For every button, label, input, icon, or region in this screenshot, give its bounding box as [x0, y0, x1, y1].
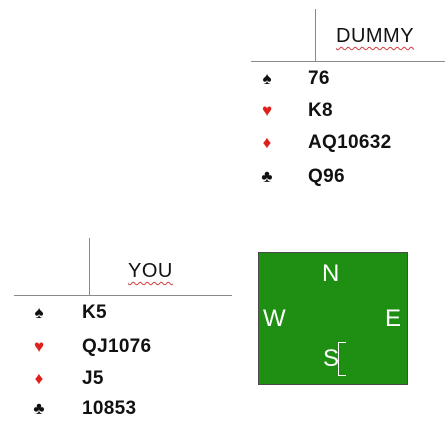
hand-row-clubs: ♣ Q96 [258, 165, 445, 193]
compass-west: W [263, 305, 286, 332]
compass-east: E [385, 305, 402, 332]
spades-icon: ♠ [34, 303, 44, 322]
you-divider-vertical [89, 238, 90, 295]
hand-row-hearts: ♥ QJ1076 [30, 335, 250, 363]
hand-row-diamonds: ♦ AQ10632 [258, 131, 445, 159]
you-spades-cards: K5 [82, 302, 107, 323]
compass-north: N [322, 260, 340, 287]
compass-south: S [323, 345, 340, 372]
dummy-clubs-cards: Q96 [308, 166, 345, 187]
hand-row-spades: ♠ K5 [30, 301, 250, 329]
diamonds-icon: ♦ [262, 133, 272, 152]
clubs-icon: ♣ [33, 399, 45, 418]
hand-row-hearts: ♥ K8 [258, 99, 445, 127]
you-hearts-cards: QJ1076 [82, 336, 152, 357]
you-clubs-cards: 10853 [82, 398, 137, 419]
spades-icon: ♠ [262, 69, 272, 88]
dummy-header: DUMMY [336, 25, 415, 47]
dummy-divider-horizontal [251, 61, 445, 62]
diamonds-icon: ♦ [34, 369, 44, 388]
hearts-icon: ♥ [33, 337, 45, 356]
dummy-diamonds-cards: AQ10632 [308, 132, 392, 153]
hand-row-diamonds: ♦ J5 [30, 367, 250, 395]
dummy-divider-vertical [315, 9, 316, 61]
hearts-icon: ♥ [261, 101, 273, 120]
compass-box [258, 252, 408, 385]
text-cursor [338, 342, 346, 376]
you-diamonds-cards: J5 [82, 368, 104, 389]
you-header: YOU [128, 260, 173, 282]
hand-row-spades: ♠ 76 [258, 67, 445, 95]
clubs-icon: ♣ [261, 167, 273, 186]
hand-row-clubs: ♣ 10853 [30, 397, 250, 425]
dummy-spades-cards: 76 [308, 68, 330, 89]
dummy-hearts-cards: K8 [308, 100, 333, 121]
you-divider-horizontal [14, 295, 232, 296]
